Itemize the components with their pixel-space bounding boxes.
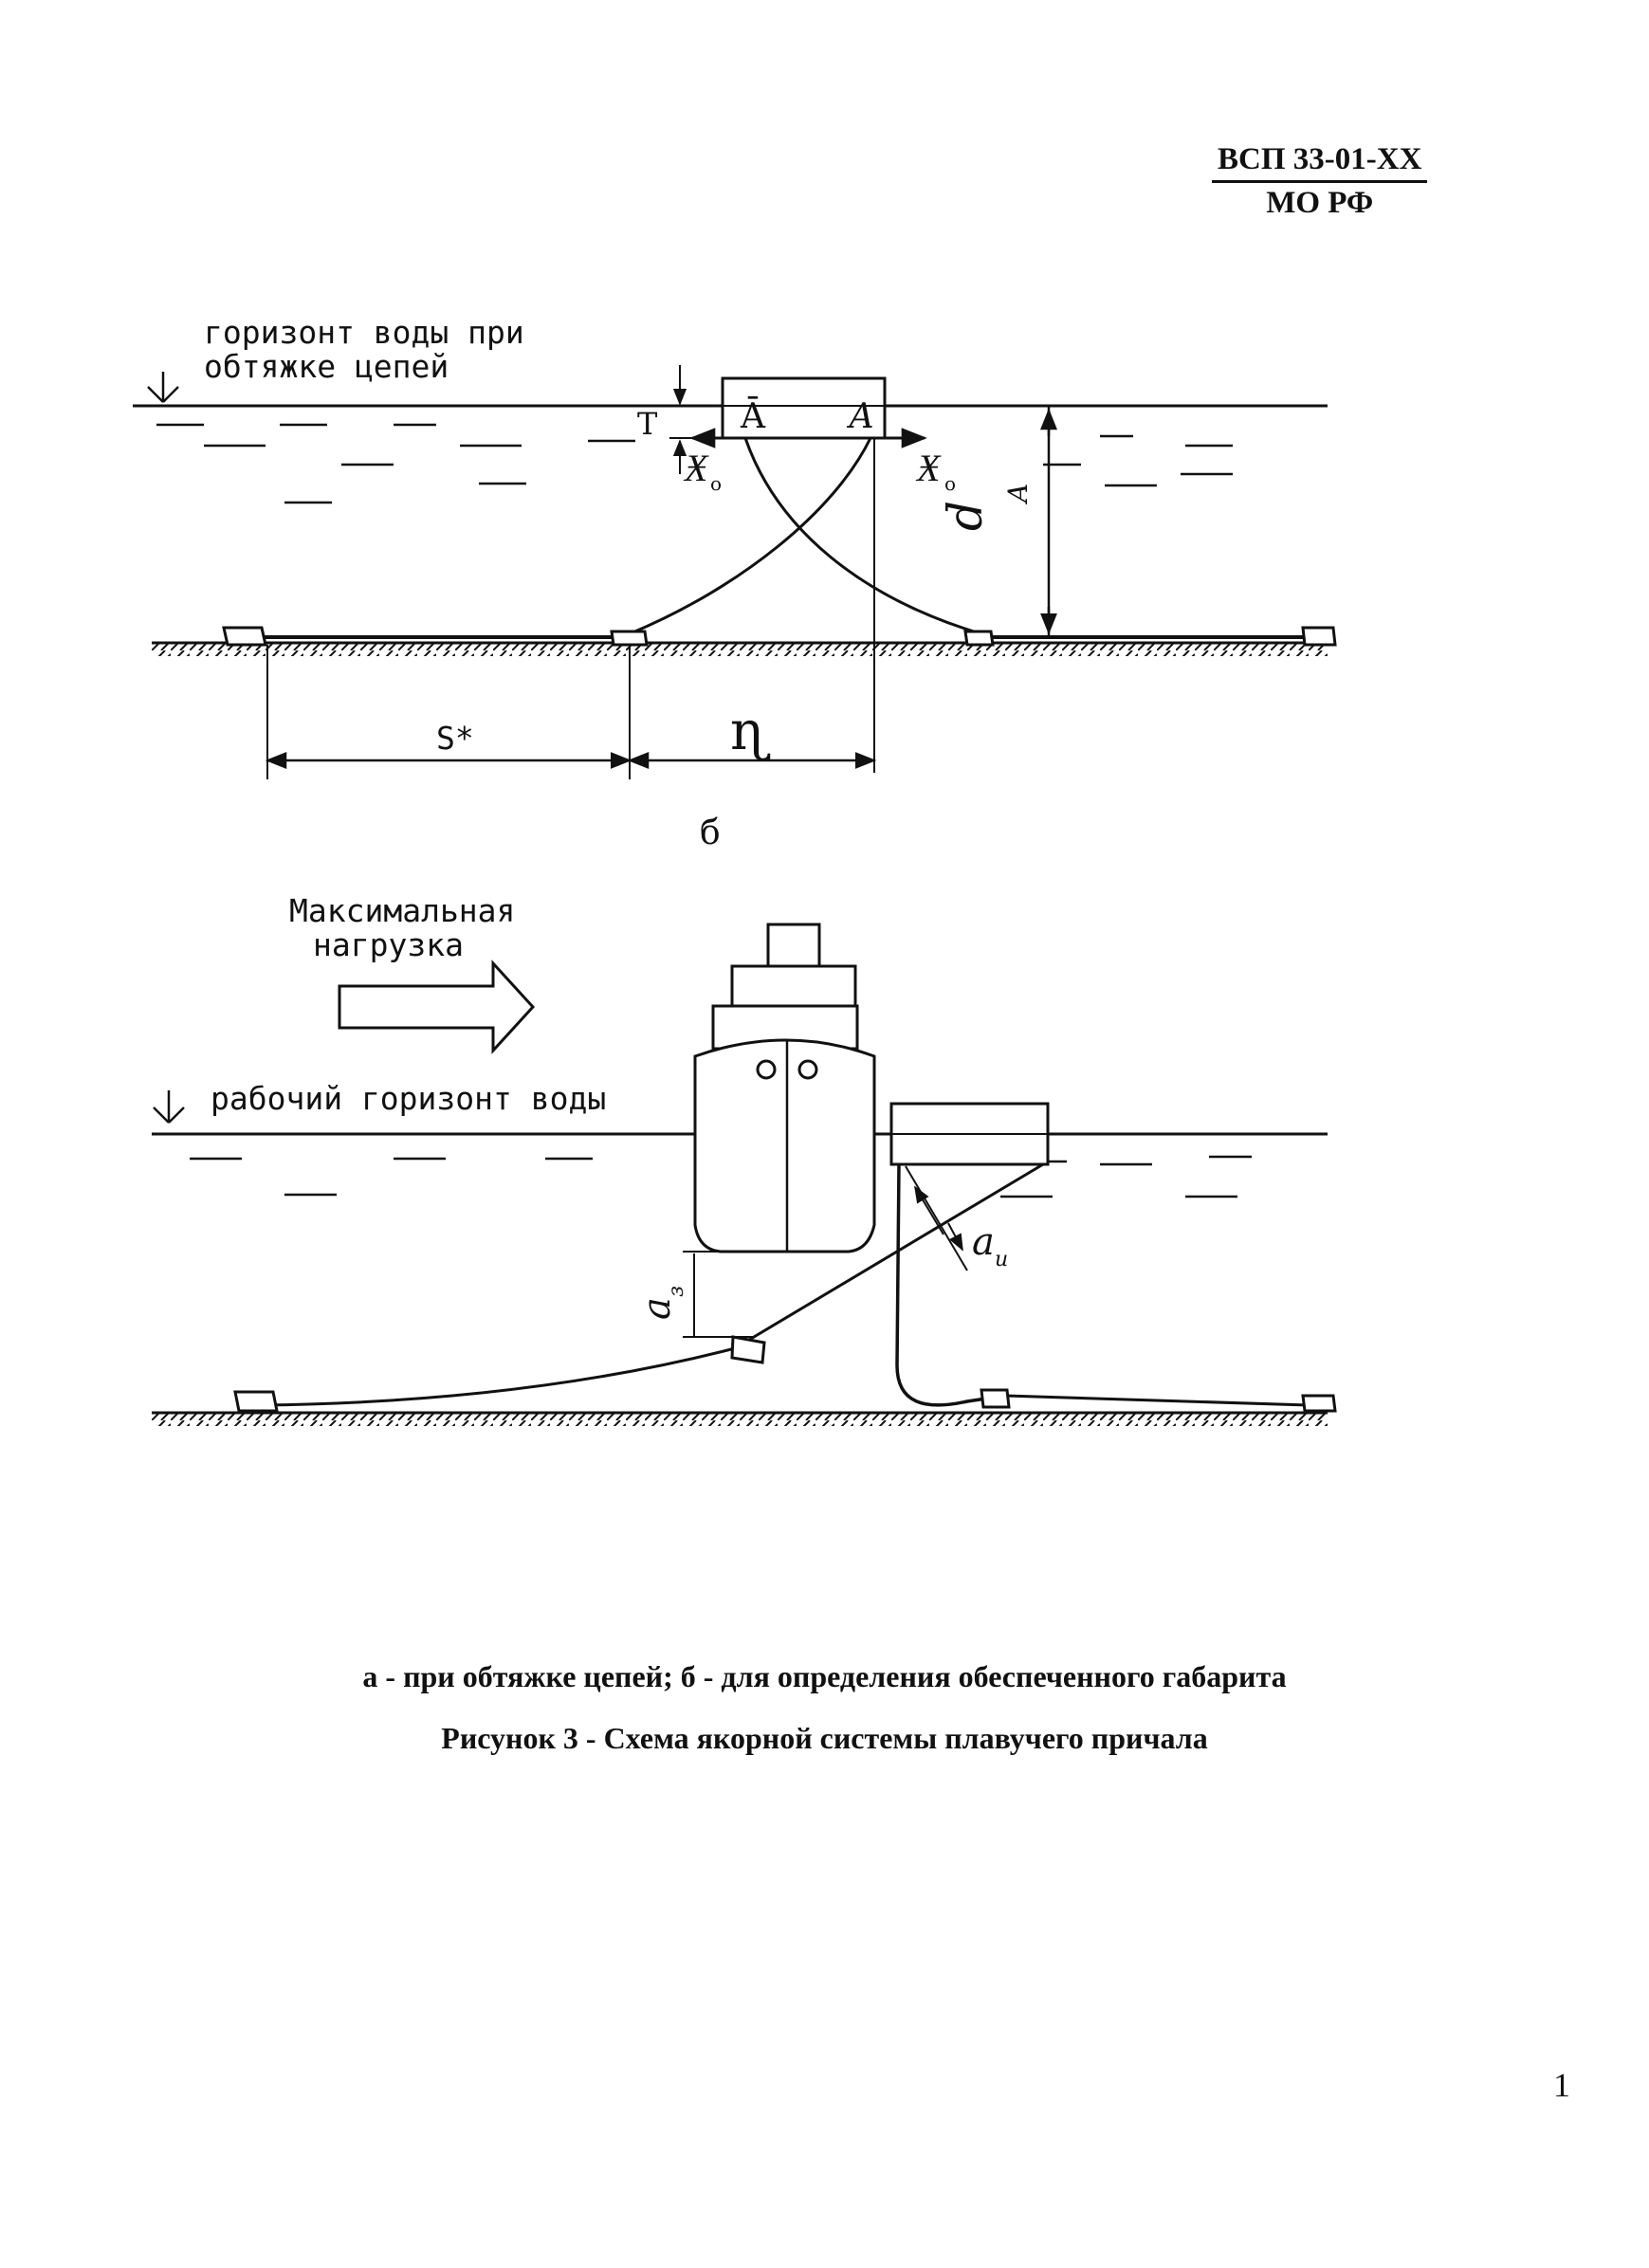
dimension-eta-label: ɳ — [730, 701, 771, 762]
diagram-a: горизонт воды при обтяжке цепей Ā — [133, 314, 1337, 779]
anchor-icon — [233, 1390, 279, 1413]
vessel-funnel — [766, 923, 821, 968]
figure-caption: Рисунок 3 - Схема якорной системы плавуч… — [441, 1721, 1208, 1755]
page-number: 1 — [1553, 2066, 1570, 2104]
depth-d-label: d — [938, 501, 993, 531]
pontoon-body — [721, 376, 887, 440]
water-level-marker-icon — [153, 1090, 185, 1124]
anchor-icon — [222, 626, 267, 647]
clearance-a-vessel-subscript: з — [665, 1286, 688, 1297]
anchor-chain-left-to-right — [743, 437, 978, 634]
clearance-a-vessel-group: a з — [635, 1286, 688, 1320]
water-level-label-line1: горизонт воды при — [204, 314, 524, 351]
diagram-b: б Максимальная нагрузка рабочий горизонт… — [152, 814, 1337, 1426]
force-h-right-label: Ӿ — [915, 447, 942, 490]
force-h-left-label: Ӿ — [683, 447, 709, 490]
sinker-icon — [980, 1388, 1011, 1409]
water-ripples — [156, 423, 1233, 504]
document-code: ВСП 33-01-ХХ — [1212, 142, 1428, 183]
water-ripples — [190, 1155, 1252, 1198]
force-h-right-subscript: o — [944, 472, 956, 495]
max-load-label-line2: нагрузка — [313, 926, 464, 963]
document-code-header: ВСП 33-01-ХХ МО РФ — [1212, 142, 1428, 221]
anchor-icon — [1301, 1394, 1337, 1413]
clearance-a-pontoon-subscript: u — [995, 1248, 1008, 1271]
seabed-hatching — [152, 643, 1328, 656]
seabed-hatching — [152, 1413, 1328, 1426]
pontoon-vertical-chain — [895, 1163, 987, 1407]
porthole-icon — [756, 1059, 777, 1080]
anchor-chain-lower — [260, 1346, 736, 1407]
working-water-level-label: рабочий горизонт воды — [211, 1080, 606, 1117]
anchor-icon — [1301, 626, 1337, 647]
vessel — [693, 923, 876, 1253]
sinker-icon — [610, 630, 649, 647]
water-level-label-line2: обтяжке цепей — [204, 348, 449, 385]
depth-d-label-group: d A — [938, 484, 1034, 531]
sinker-icon — [730, 1335, 766, 1364]
sinker-icon — [963, 630, 995, 647]
vessel-upper-deckhouse — [730, 964, 857, 1008]
max-load-label-line1: Максимальная — [289, 892, 515, 929]
water-level-marker-icon — [147, 372, 179, 403]
vessel-hull — [693, 1038, 876, 1253]
anchor-chain-taut — [734, 1162, 1044, 1350]
anchor-chain-right-to-left — [630, 437, 872, 635]
dimension-s-label: S* — [436, 720, 474, 757]
porthole-icon — [797, 1059, 818, 1080]
draft-t-label: Т — [637, 406, 658, 442]
figure-legend: а - при обтяжке цепей; б - для определен… — [362, 1659, 1287, 1693]
force-h-left-subscript: o — [710, 472, 722, 495]
load-direction-arrow-icon — [338, 960, 536, 1054]
clearance-a-vessel-label: a — [635, 1297, 679, 1320]
ground-chain-right — [1004, 1394, 1310, 1407]
panel-b-label: б — [700, 814, 721, 852]
depth-d-subscript: A — [1002, 484, 1034, 505]
clearance-a-pontoon-label: a — [972, 1220, 995, 1264]
point-a-label: А — [846, 397, 874, 436]
document-authority: МО РФ — [1266, 186, 1374, 220]
point-a-bar-label: Ā — [740, 397, 766, 436]
